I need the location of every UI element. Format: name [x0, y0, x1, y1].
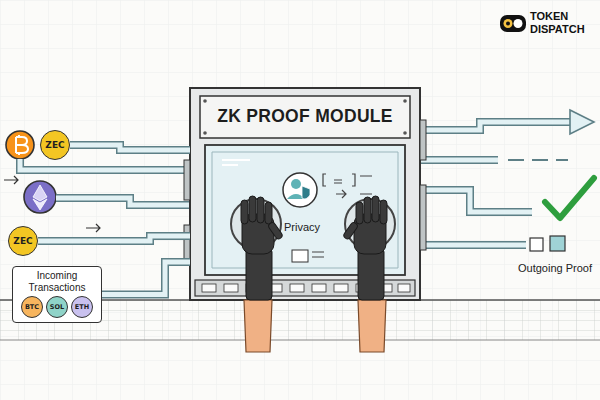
ethereum-coin: [24, 181, 56, 213]
output-label: Outgoing Proof: [516, 262, 594, 275]
token-row: BTC SOL ETH: [21, 296, 93, 318]
glove: [241, 196, 387, 300]
pipe-fill: [38, 236, 190, 241]
pipe-connector: [38, 236, 190, 241]
device-lines: [312, 252, 324, 257]
pipe-outline: [70, 145, 190, 150]
arm: [244, 300, 386, 352]
module-title: ZK PROOF MODULE: [190, 106, 420, 127]
token-label: SOL: [50, 303, 64, 311]
pipe: [56, 198, 190, 205]
pipe: [20, 159, 190, 170]
bitcoin-coin: [6, 131, 34, 159]
pipe-fill: [70, 145, 190, 150]
coin-label: ZEC: [13, 236, 32, 246]
privacy-label: Privacy: [284, 221, 334, 234]
table-edge: [0, 340, 600, 341]
pipe: [20, 159, 190, 170]
pipe: [56, 198, 190, 205]
small-arrow: [4, 176, 18, 184]
coin-circle: ZEC: [8, 226, 38, 256]
coin-circle: ZEC: [40, 130, 70, 160]
pipe-fill: [102, 262, 190, 295]
formula-scribble: [323, 174, 372, 198]
pipe-connector: [102, 262, 190, 295]
token-circle: ETH: [71, 296, 93, 318]
logo-icon: [500, 15, 526, 32]
token-label: BTC: [25, 303, 39, 311]
device: [292, 250, 308, 262]
input-box: Incoming TransactionsBTC SOL ETH: [12, 266, 102, 323]
pipe-outline: [102, 262, 190, 295]
token-circle: SOL: [46, 296, 68, 318]
box-label: Incoming Transactions: [17, 270, 97, 293]
pipe-connector: [70, 145, 190, 150]
glovebox-housing: [184, 88, 426, 300]
token-circle: BTC: [21, 296, 43, 318]
logo-text: TOKEN DISPATCH: [530, 10, 596, 35]
token-label: ETH: [75, 303, 89, 311]
coin-label: ZEC: [45, 140, 64, 150]
small-arrow: [86, 224, 100, 232]
output-pipes: [420, 110, 594, 251]
pipe-outline: [38, 236, 190, 241]
privacy-icon: [283, 173, 317, 207]
module-box: ZK PROOF MODULE: [190, 88, 420, 300]
